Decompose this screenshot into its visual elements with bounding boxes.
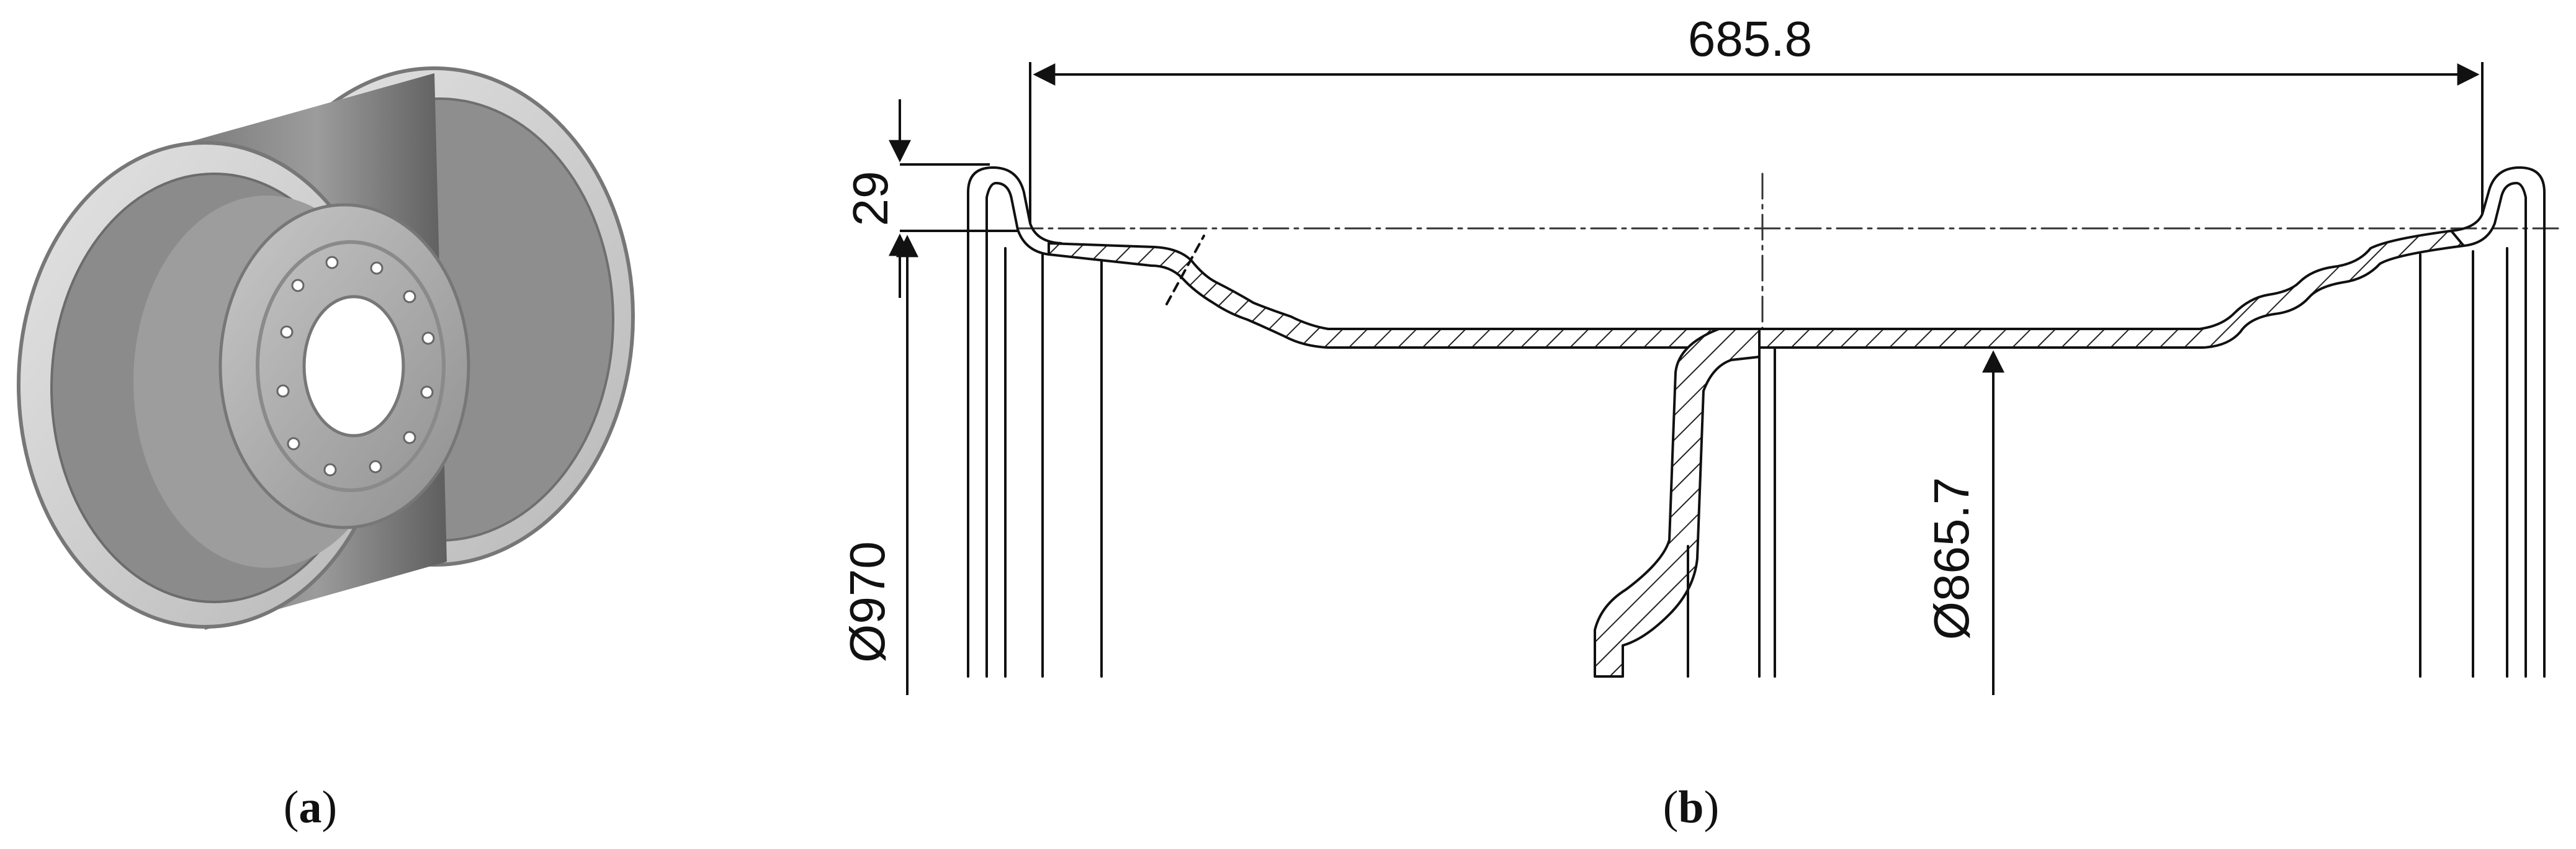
bolt-hole bbox=[421, 331, 435, 345]
bolt-hole bbox=[403, 290, 416, 303]
bolt-holes bbox=[276, 256, 435, 477]
center-bore bbox=[302, 295, 405, 438]
wheel-3d-rendering bbox=[17, 66, 635, 630]
left-flange-profile bbox=[967, 166, 1062, 678]
right-flange-inner bbox=[2462, 182, 2527, 678]
bolt-hole bbox=[291, 279, 305, 292]
rim-cross-section bbox=[967, 166, 2564, 678]
caption-a: (a) bbox=[284, 782, 337, 833]
bolt-hole bbox=[276, 384, 290, 398]
valve-section-line bbox=[1165, 235, 1205, 305]
dimension-rim-width bbox=[1029, 62, 2484, 223]
bead-seat-diameter-label: Ø865.7 bbox=[1924, 477, 1979, 640]
bolt-hole bbox=[403, 431, 416, 444]
bolt-hole bbox=[370, 261, 384, 275]
left-flange-inner bbox=[985, 182, 1050, 678]
bolt-hole bbox=[325, 256, 339, 269]
bolt-hole bbox=[280, 325, 294, 339]
disc-section-fill bbox=[1594, 328, 1761, 678]
flange-diameter-label: Ø970 bbox=[840, 541, 895, 663]
dimension-flange-height bbox=[889, 99, 1018, 298]
bolt-hole bbox=[323, 463, 337, 477]
bolt-hole bbox=[287, 437, 300, 451]
caption-b: (b) bbox=[1663, 782, 1719, 833]
right-flange-profile bbox=[2450, 166, 2546, 678]
rim-section-fill bbox=[1048, 230, 2465, 349]
wheel-disc-ring bbox=[256, 240, 446, 492]
flange-height-label: 29 bbox=[843, 171, 898, 227]
rim-width-label: 685.8 bbox=[1688, 11, 1812, 66]
bolt-hole bbox=[369, 460, 382, 474]
bolt-hole bbox=[420, 385, 434, 399]
